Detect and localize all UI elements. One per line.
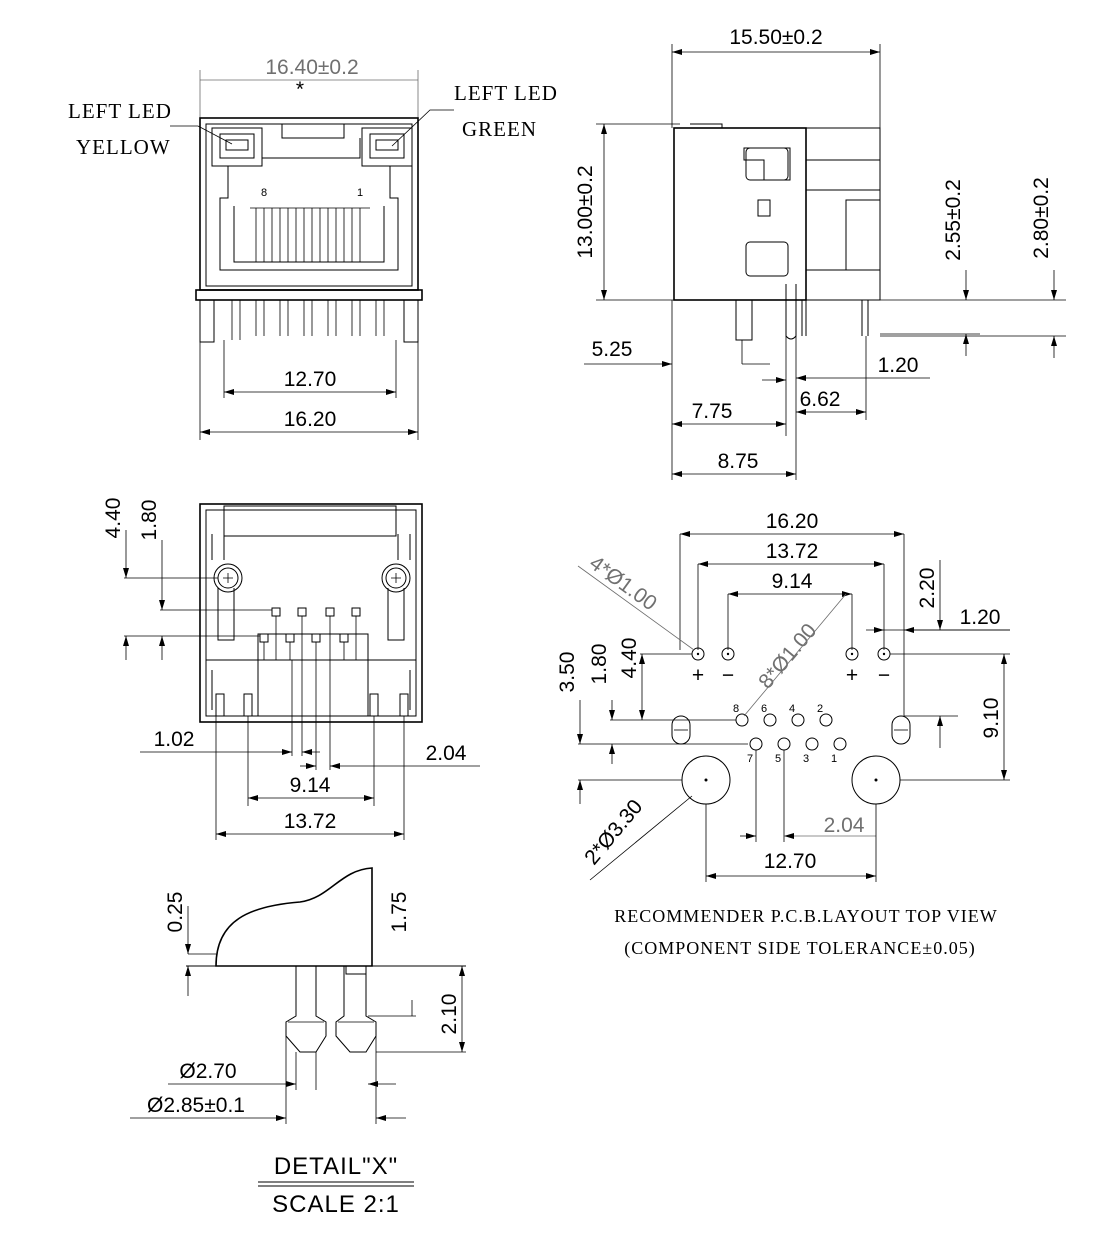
pcb-pin-1: 1 xyxy=(831,753,837,765)
detail-dia-2-85: Ø2.85±0.1 xyxy=(147,1094,245,1117)
front-pitch-dim: 12.70 xyxy=(284,368,337,391)
bottom-dim-2-04: 2.04 xyxy=(426,742,467,765)
dim-2-55: 2.55±0.2 xyxy=(942,179,965,261)
pcb-pin-5: 5 xyxy=(775,753,781,765)
pcb-dim-3-50: 3.50 xyxy=(556,652,579,693)
left-led-yellow-label-2: YELLOW xyxy=(76,135,171,159)
pcb-dim-4-40: 4.40 xyxy=(618,638,641,679)
dim-7-75: 7.75 xyxy=(692,400,733,423)
detail-dim-0-25: 0.25 xyxy=(164,892,187,933)
dim-5-25: 5.25 xyxy=(592,338,633,361)
pcb-plus-left: + xyxy=(692,664,704,687)
front-view: 16.40±0.2 * 8 1 LEFT LED YELLOW xyxy=(68,56,558,440)
pcb-holes xyxy=(671,647,911,805)
dim-2-80: 2.80±0.2 xyxy=(1030,177,1053,259)
bottom-dim-1-02: 1.02 xyxy=(154,728,195,751)
side-height-dim: 13.00±0.2 xyxy=(574,165,597,258)
front-width-top-label: 16.40±0.2 xyxy=(265,56,358,79)
bottom-dim-4-40: 4.40 xyxy=(102,498,125,539)
pcb-dim-1-80: 1.80 xyxy=(588,644,611,685)
pcb-minus-left: − xyxy=(722,664,734,687)
pcb-dim-9-14: 9.14 xyxy=(772,570,813,593)
dim-1-20-side: 1.20 xyxy=(878,354,919,377)
pcb-pin-2: 2 xyxy=(817,703,823,715)
pcb-caption-line2: (COMPONENT SIDE TOLERANCE±0.05) xyxy=(624,938,975,959)
pcb-dim-9-10: 9.10 xyxy=(980,698,1003,739)
pcb-holes-2-label: 2*Ø3.30 xyxy=(580,795,647,869)
pcb-caption-line1: RECOMMENDER P.C.B.LAYOUT TOP VIEW xyxy=(614,906,997,926)
detail-dim-1-75: 1.75 xyxy=(388,892,411,933)
bottom-pins xyxy=(259,607,361,660)
pcb-dim-1-20: 1.20 xyxy=(960,606,1001,629)
left-led-yellow-label-1: LEFT LED xyxy=(68,99,172,123)
detail-x: 0.25 1.75 2.10 Ø2.70 Ø2.85±0.1 DETAIL"X"… xyxy=(130,867,466,1218)
pcb-layout: 16.20 13.72 9.14 + − xyxy=(556,510,1010,959)
left-led-green-label-2: GREEN xyxy=(462,117,537,141)
side-depth-dim: 15.50±0.2 xyxy=(729,26,822,49)
dim-6-62: 6.62 xyxy=(800,388,841,411)
pin-8-label: 8 xyxy=(261,187,267,199)
pcb-dim-13-72: 13.72 xyxy=(766,540,819,563)
pcb-pin-3: 3 xyxy=(803,753,809,765)
side-view: 15.50±0.2 13.00±0.2 2.55±0.2 xyxy=(574,26,1066,480)
bottom-view: 4.40 1.80 1.02 2.04 9.14 13.72 xyxy=(102,498,480,840)
pcb-pin-6: 6 xyxy=(761,703,767,715)
bottom-dim-9-14: 9.14 xyxy=(290,774,331,797)
pcb-pin-8: 8 xyxy=(733,703,739,715)
pcb-dim-2-20: 2.20 xyxy=(916,568,939,609)
bottom-dim-1-80: 1.80 xyxy=(138,500,161,541)
pcb-dim-12-70: 12.70 xyxy=(764,850,817,873)
pcb-minus-right: − xyxy=(878,664,890,687)
detail-dim-2-10: 2.10 xyxy=(438,994,461,1035)
left-led-green-label-1: LEFT LED xyxy=(454,81,558,105)
detail-scale: SCALE 2:1 xyxy=(272,1191,400,1218)
bottom-dim-13-72: 13.72 xyxy=(284,810,337,833)
pcb-pin-4: 4 xyxy=(789,703,795,715)
detail-title: DETAIL"X" xyxy=(274,1153,398,1180)
pcb-pin-7: 7 xyxy=(747,753,753,765)
pcb-plus-right: + xyxy=(846,664,858,687)
pcb-dim-2-04: 2.04 xyxy=(824,814,865,837)
pcb-holes-4-label: 4*Ø1.00 xyxy=(585,551,661,615)
dim-8-75: 8.75 xyxy=(718,450,759,473)
pcb-dim-16-20: 16.20 xyxy=(766,510,819,533)
pin-1-label: 1 xyxy=(357,187,363,199)
front-width-dim: 16.20 xyxy=(284,408,337,431)
star-mark: * xyxy=(296,78,304,101)
pcb-holes-8-label: 8*Ø1.00 xyxy=(754,619,821,693)
contact-fingers xyxy=(250,207,370,262)
detail-dia-2-70: Ø2.70 xyxy=(179,1060,236,1083)
